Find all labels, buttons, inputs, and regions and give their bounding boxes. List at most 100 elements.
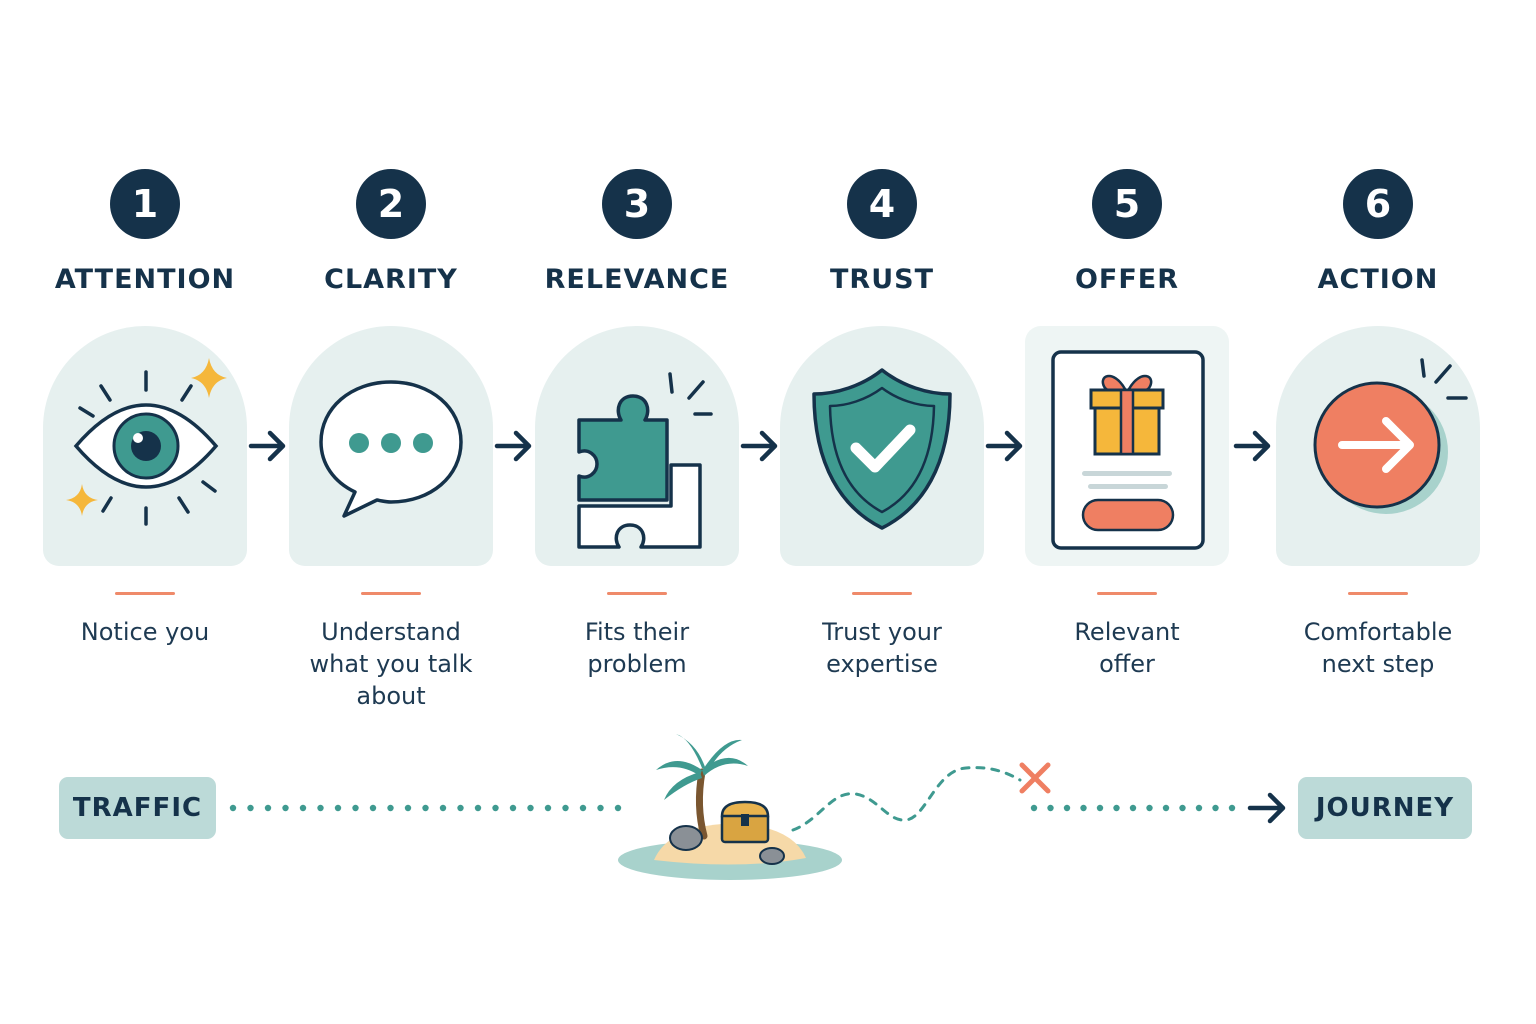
step-number: 4 xyxy=(847,169,917,239)
speech-bubble-icon xyxy=(319,380,463,518)
step-description: Fits their problem xyxy=(521,616,753,680)
flow-arrow-icon xyxy=(985,430,1023,462)
arrow-circle-icon xyxy=(1313,358,1468,514)
flow-arrow-icon xyxy=(248,430,286,462)
step-trust: 4 TRUST Trust your expertise xyxy=(780,0,984,720)
path-dot xyxy=(1179,804,1186,812)
step-attention: 1 ATTENTION xyxy=(43,0,247,720)
path-dot xyxy=(1096,804,1104,812)
path-dot xyxy=(474,804,482,812)
path-dot xyxy=(614,804,622,812)
path-dot xyxy=(1113,804,1120,812)
description-line: problem xyxy=(587,650,687,678)
step-number: 1 xyxy=(110,169,180,239)
description-line: Relevant xyxy=(1074,618,1180,646)
dotted-path-right xyxy=(1030,804,1236,812)
eye-icon xyxy=(66,358,227,526)
step-card xyxy=(1276,326,1480,566)
journey-path xyxy=(229,734,1286,880)
path-dot xyxy=(1162,804,1170,812)
shield-check-icon xyxy=(812,368,952,530)
traffic-label: TRAFFIC xyxy=(59,777,216,839)
path-dot xyxy=(527,804,534,812)
step-title: TRUST xyxy=(830,264,934,295)
accent-dash xyxy=(852,592,912,595)
puzzle-icon xyxy=(577,372,713,549)
description-line: what you talk xyxy=(309,650,473,678)
path-dot xyxy=(317,804,324,812)
step-description: Notice you xyxy=(29,616,261,648)
step-description: Comfortable next step xyxy=(1262,616,1494,680)
journey-label: JOURNEY xyxy=(1298,777,1472,839)
step-description: Understand what you talk about xyxy=(275,616,507,712)
step-relevance: 3 RELEVANCE Fits their problem xyxy=(535,0,739,720)
path-dot xyxy=(352,804,359,812)
step-number: 3 xyxy=(602,169,672,239)
path-dot xyxy=(247,804,254,812)
description-line: Fits their xyxy=(584,618,690,646)
accent-dash xyxy=(115,592,175,595)
treasure-island-icon xyxy=(618,734,842,880)
path-dot xyxy=(299,804,307,812)
path-dot xyxy=(579,804,587,812)
path-dot xyxy=(334,804,342,812)
path-dot xyxy=(1228,804,1236,812)
description-line: Notice you xyxy=(80,618,210,646)
path-dot xyxy=(1047,804,1054,812)
path-dot xyxy=(1212,804,1219,812)
path-dot xyxy=(369,804,377,812)
flow-arrow-icon xyxy=(740,430,778,462)
accent-dash xyxy=(1348,592,1408,595)
step-number: 5 xyxy=(1092,169,1162,239)
path-dot xyxy=(1146,804,1153,812)
accent-dash xyxy=(1097,592,1157,595)
description-line: about xyxy=(356,682,426,710)
x-mark-icon xyxy=(1019,762,1051,794)
step-description: Relevant offer xyxy=(1011,616,1243,680)
flow-arrow-icon xyxy=(1233,430,1271,462)
path-dot xyxy=(387,804,394,812)
path-dot xyxy=(282,804,289,812)
wavy-trail xyxy=(791,766,1022,832)
gift-offer-card-icon xyxy=(1051,350,1205,550)
description-line: Comfortable xyxy=(1303,618,1453,646)
path-dot xyxy=(562,804,569,812)
step-description: Trust your expertise xyxy=(766,616,998,680)
step-title: ACTION xyxy=(1317,264,1439,295)
step-card xyxy=(43,326,247,566)
description-line: next step xyxy=(1321,650,1435,678)
path-dot xyxy=(1063,804,1071,812)
journey-arrow-icon xyxy=(1247,792,1286,824)
description-line: Trust your xyxy=(822,618,942,646)
accent-dash xyxy=(607,592,667,595)
step-action: 6 ACTION Comfortable next step xyxy=(1276,0,1480,720)
path-dot xyxy=(509,804,517,812)
step-title: CLARITY xyxy=(324,264,458,295)
dotted-path-left xyxy=(229,804,622,812)
step-card xyxy=(1025,326,1229,566)
path-dot xyxy=(404,804,412,812)
path-dot xyxy=(1129,804,1137,812)
description-line: Understand xyxy=(321,618,461,646)
step-title: ATTENTION xyxy=(54,264,236,295)
step-offer: 5 OFFER Relevant offer xyxy=(1025,0,1229,720)
step-number: 2 xyxy=(356,169,426,239)
step-card xyxy=(780,326,984,566)
step-title: RELEVANCE xyxy=(544,264,730,295)
path-dot xyxy=(492,804,499,812)
step-title: OFFER xyxy=(1074,264,1180,295)
step-card xyxy=(535,326,739,566)
step-number: 6 xyxy=(1343,169,1413,239)
path-dot xyxy=(1195,804,1203,812)
path-dot xyxy=(1080,804,1087,812)
step-card xyxy=(289,326,493,566)
path-dot xyxy=(422,804,429,812)
description-line: expertise xyxy=(826,650,938,678)
path-dot xyxy=(1030,804,1038,812)
flow-arrow-icon xyxy=(494,430,532,462)
path-dot xyxy=(457,804,464,812)
path-dot xyxy=(229,804,237,812)
step-clarity: 2 CLARITY Understand what you talk about xyxy=(289,0,493,720)
accent-dash xyxy=(361,592,421,595)
